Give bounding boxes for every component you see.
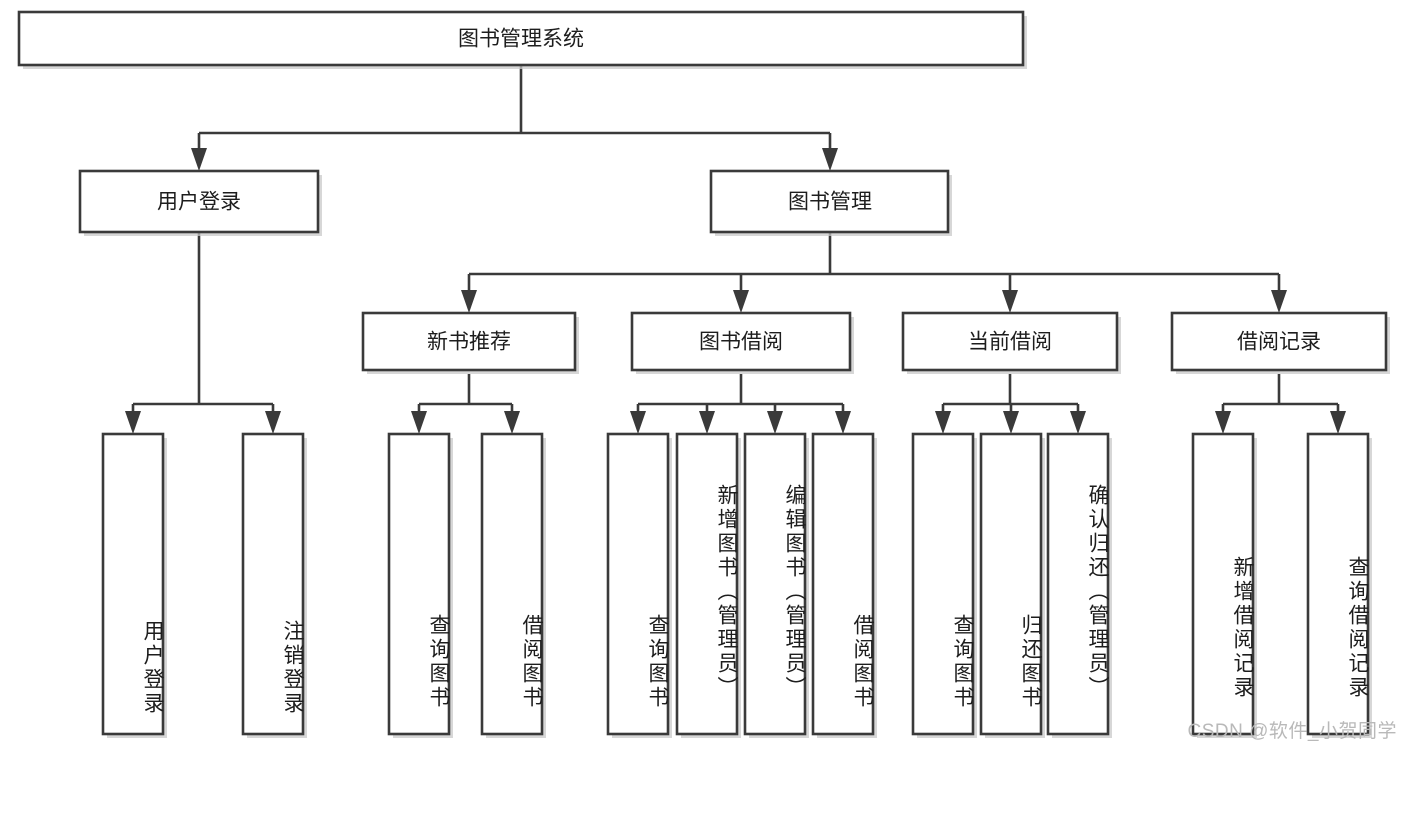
arrow-head-leaf-return-book (1003, 411, 1019, 434)
arrow-head-leaf-edit-book (767, 411, 783, 434)
leaf-user-login-box[interactable] (101, 432, 165, 736)
new-book-recommend-node-label: 新书推荐 (427, 331, 511, 354)
leaf-query-book-1-box[interactable] (387, 432, 451, 736)
arrow-head-leaf-logout (265, 411, 281, 434)
arrow-head-leaf-borrow-book-2 (835, 411, 851, 434)
borrow-record-node-box[interactable] (1170, 311, 1388, 372)
root-node-label: 图书管理系统 (458, 28, 584, 51)
arrow-head-leaf-query-book-2 (630, 411, 646, 434)
arrow-head-current-borrow (1002, 290, 1018, 313)
arrow-head-borrow-record (1271, 290, 1287, 313)
arrow-head-leaf-query-book-3 (935, 411, 951, 434)
arrow-head-book-borrow (733, 290, 749, 313)
arrow-head-leaf-confirm-return (1070, 411, 1086, 434)
csdn-watermark: CSDN @软件_小贺同学 (1187, 721, 1397, 742)
user-login-node-label: 用户登录 (157, 191, 241, 214)
book-manage-node-label: 图书管理 (788, 191, 872, 214)
arrow-head-leaf-query-book-1 (411, 411, 427, 434)
leaf-borrow-book-2-box[interactable] (811, 432, 875, 736)
book-borrow-node-label: 图书借阅 (699, 331, 783, 354)
diagram-canvas: 图书管理系统 用户登录 图书管理 新书推荐 图书借阅 当前借阅 借阅记录 (17, 10, 1397, 742)
hierarchy-diagram: 图书管理系统 用户登录 图书管理 新书推荐 图书借阅 当前借阅 借阅记录 (17, 10, 1390, 738)
user-login-node-box[interactable] (78, 169, 320, 234)
current-borrow-node-box[interactable] (901, 311, 1119, 372)
leaf-query-book-2-box[interactable] (606, 432, 670, 736)
arrow-head-leaf-borrow-book-1 (504, 411, 520, 434)
current-borrow-node-label: 当前借阅 (968, 331, 1052, 354)
root-node-box[interactable] (17, 10, 1025, 67)
leaf-add-book-box[interactable] (675, 432, 739, 736)
leaf-confirm-return-box[interactable] (1046, 432, 1110, 736)
arrow-head-user-login (191, 148, 207, 171)
borrow-record-node-label: 借阅记录 (1237, 331, 1321, 354)
arrow-head-leaf-user-login (125, 411, 141, 434)
arrow-head-leaf-add-book (699, 411, 715, 434)
new-book-recommend-node-box[interactable] (361, 311, 577, 372)
leaf-logout-box[interactable] (241, 432, 305, 736)
book-borrow-node-box[interactable] (630, 311, 852, 372)
leaf-return-book-box[interactable] (979, 432, 1043, 736)
arrow-head-leaf-query-record (1330, 411, 1346, 434)
leaf-query-record-box[interactable] (1306, 432, 1370, 736)
arrow-head-new-book-recommend (461, 290, 477, 313)
leaf-query-book-3-box[interactable] (911, 432, 975, 736)
leaf-edit-book-box[interactable] (743, 432, 807, 736)
leaf-add-record-box[interactable] (1191, 432, 1255, 736)
leaf-borrow-book-1-box[interactable] (480, 432, 544, 736)
arrow-head-book-manage (822, 148, 838, 171)
book-manage-node-box[interactable] (709, 169, 950, 234)
arrow-head-leaf-add-record (1215, 411, 1231, 434)
